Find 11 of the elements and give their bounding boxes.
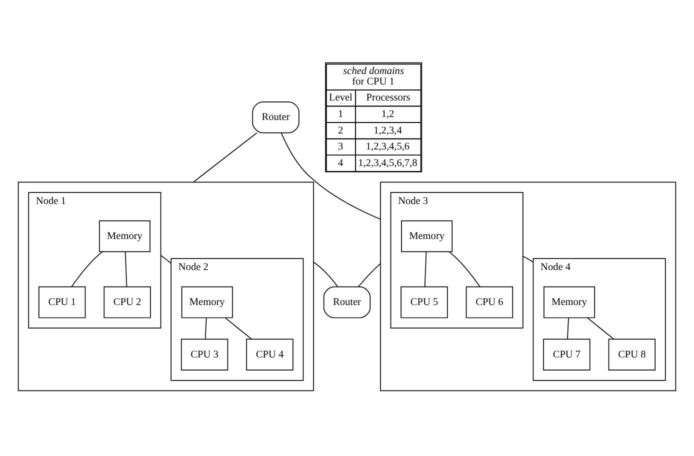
label: 1,2 [381,108,394,120]
label: sched domains for CPU 1 [343,66,404,87]
label: 1,2,3,4,5,6 [366,141,410,152]
label: 1,2,3,4,5,6,7,8 [358,157,418,168]
label: Processors [366,92,410,104]
label: 1 [338,108,344,120]
label: 3 [338,141,344,152]
label: 2 [338,124,344,136]
label: 1,2,3,4 [374,124,402,136]
label: 4 [338,157,344,168]
label: Level [328,92,352,104]
